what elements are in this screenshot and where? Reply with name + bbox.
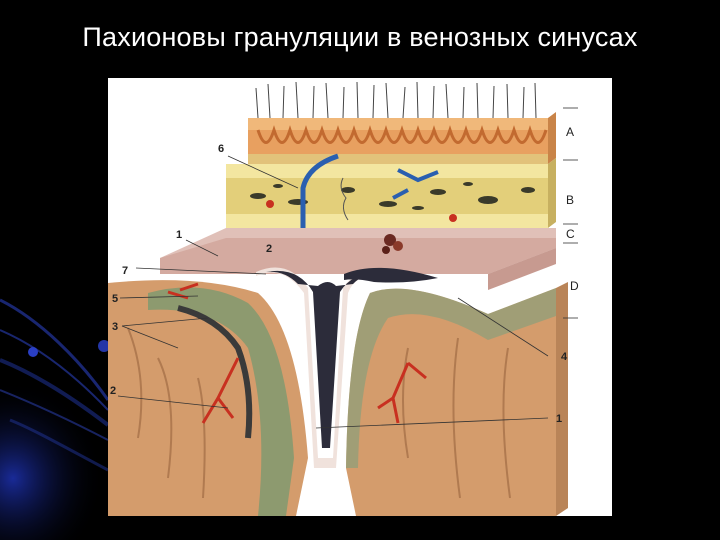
label-3: 3 (112, 321, 118, 333)
bullet-dot (28, 347, 38, 357)
hair-strands (255, 81, 537, 119)
layer-dura-mater (160, 228, 556, 290)
right-hemisphere-block (346, 282, 568, 516)
emissary-vein (300, 153, 339, 248)
superior-sagittal-sinus (256, 267, 438, 468)
layer-scalp (248, 112, 556, 164)
slide-title: Пахионовы грануляции в венозных синусах (82, 22, 638, 52)
label-C: C (566, 227, 575, 241)
label-7: 7 (122, 265, 128, 277)
label-2-bottom: 2 (110, 385, 116, 397)
label-1-bottom: 1 (556, 413, 562, 425)
left-hemisphere-block (108, 280, 308, 516)
anatomy-illustration: A B C D 6 1 2 7 5 3 2 4 1 (108, 78, 612, 516)
arachnoid-granulation (382, 234, 403, 254)
label-2-top: 2 (266, 243, 272, 255)
label-A: A (566, 125, 574, 139)
leader-lines (117, 107, 578, 429)
label-4: 4 (561, 351, 568, 363)
label-D: D (570, 279, 579, 293)
layer-skull-bone (226, 158, 556, 228)
label-1-top: 1 (176, 229, 182, 241)
label-6: 6 (218, 143, 224, 155)
cerebral-arteries (167, 282, 427, 424)
label-B: B (566, 193, 574, 207)
label-5: 5 (112, 293, 118, 305)
